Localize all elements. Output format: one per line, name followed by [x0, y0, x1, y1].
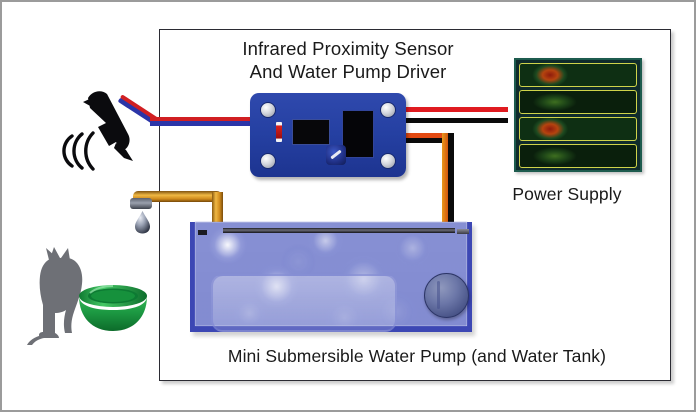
pump-orange-wire-vertical	[442, 133, 448, 288]
mounting-hole-icon	[260, 102, 276, 118]
board-to-battery-black-wire	[402, 118, 508, 123]
signal-wave-arcs-icon	[62, 131, 95, 171]
pipe-end-left	[198, 230, 207, 235]
board-to-pump-orange-wire	[400, 133, 448, 138]
battery-cell	[519, 63, 637, 87]
trimmer-potentiometer	[326, 145, 346, 165]
ir-proximity-sensor-icon	[83, 91, 133, 161]
grey-delivery-pipe	[223, 228, 455, 233]
mounting-hole-icon	[380, 153, 396, 169]
pump-black-wire-vertical	[448, 133, 454, 281]
battery-cell	[519, 144, 637, 168]
battery-cell	[519, 117, 637, 141]
battery-cell	[519, 90, 637, 114]
submersible-pump	[424, 273, 469, 318]
green-water-bowl	[79, 285, 147, 331]
board-to-pump-black-wire	[400, 138, 454, 143]
mounting-hole-icon	[260, 153, 276, 169]
tank-reflection-highlight	[211, 274, 397, 332]
cat-silhouette	[27, 247, 83, 345]
small-ic-chip	[292, 119, 330, 145]
board-to-battery-red-wire	[402, 107, 508, 112]
water-tank	[190, 222, 472, 332]
water-spout-horizontal	[133, 191, 222, 202]
sensor-to-board-red-wire-segment	[150, 117, 262, 121]
spout-nozzle	[130, 198, 152, 209]
battery-pack	[514, 58, 642, 172]
sensor-to-board-blue-wire-segment	[150, 121, 262, 126]
page-title-line-2: And Water Pump Driver	[249, 61, 447, 82]
water-droplet-icon	[135, 211, 150, 234]
page-title-line-1: Infrared Proximity Sensor	[242, 38, 454, 59]
water-pump-driver-board	[250, 93, 406, 177]
red-indicator-led	[276, 122, 282, 142]
pump-caption-label: Mini Submersible Water Pump (and Water T…	[227, 346, 607, 366]
pipe-end-right	[457, 229, 469, 234]
large-ic-chip	[342, 110, 374, 158]
mounting-hole-icon	[380, 102, 396, 118]
power-supply-label: Power Supply	[512, 184, 622, 204]
